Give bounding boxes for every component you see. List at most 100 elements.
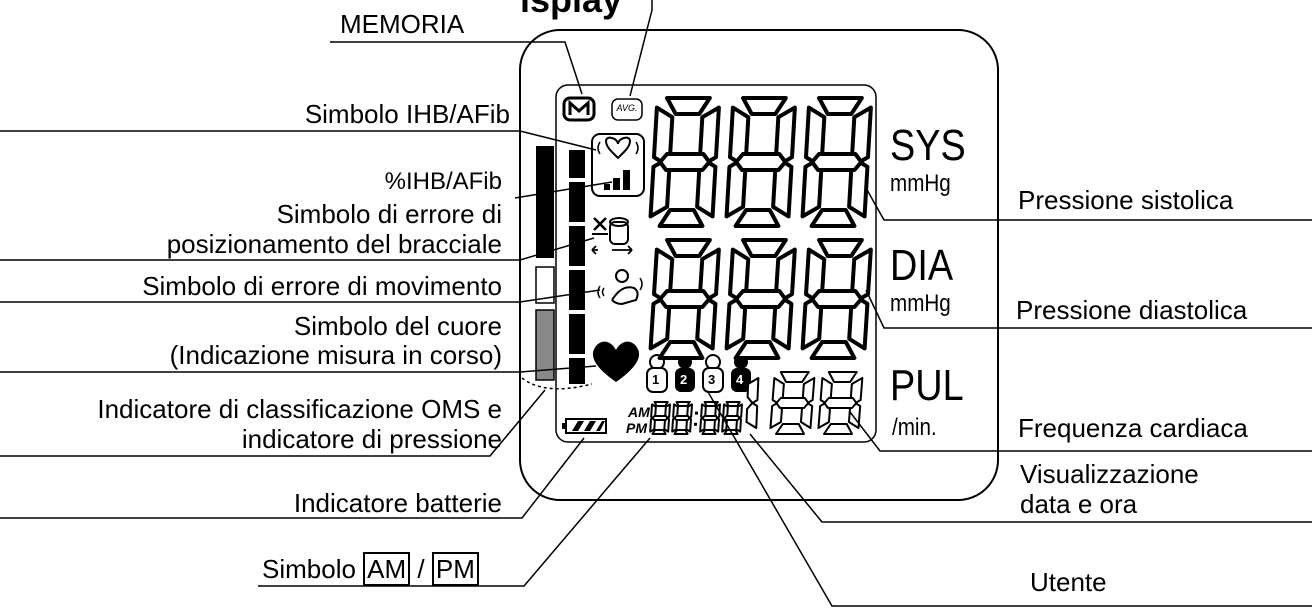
colon-dot xyxy=(695,411,698,415)
label-ihb-percent: %IHB/AFib xyxy=(384,168,502,195)
sys-unit: mmHg xyxy=(890,170,951,197)
segment xyxy=(809,208,857,228)
label-diastolic: Pressione diastolica xyxy=(1016,295,1248,325)
segment xyxy=(665,238,712,258)
display-am: AM xyxy=(628,404,650,420)
segment xyxy=(657,208,705,228)
label-am: AM xyxy=(363,552,411,586)
segment xyxy=(651,415,669,421)
pul-label: PUL xyxy=(890,361,964,410)
label-pulse: Frequenza cardiaca xyxy=(1018,413,1248,443)
label-datetime-2: data e ora xyxy=(1020,489,1138,519)
colon-dot xyxy=(694,422,697,426)
segment xyxy=(775,397,810,409)
segment xyxy=(725,401,741,407)
who-bar-grey xyxy=(535,309,555,381)
lcd-frame xyxy=(555,84,877,443)
dia-unit: mmHg xyxy=(890,290,951,317)
pressure-bar xyxy=(569,150,585,384)
segment xyxy=(745,402,759,429)
segment xyxy=(809,340,857,360)
display-pm: PM xyxy=(626,420,647,436)
segment xyxy=(810,289,864,309)
label-systolic: Pressione sistolica xyxy=(1018,185,1234,215)
memory-icon xyxy=(562,96,596,122)
segment xyxy=(701,415,719,421)
label-who-2: indicatore di pressione xyxy=(241,424,502,454)
segment xyxy=(817,96,864,116)
segment xyxy=(746,377,760,404)
datetime-digit-4 xyxy=(721,401,743,435)
segment xyxy=(817,238,864,258)
segment xyxy=(823,397,858,409)
segment xyxy=(775,423,805,435)
dia-label: DIA xyxy=(890,241,954,290)
segment xyxy=(810,152,864,172)
label-movement-error: Simbolo di errore di movimento xyxy=(142,271,502,301)
segment xyxy=(701,429,717,435)
segment xyxy=(651,429,667,435)
cuff-error-icon xyxy=(591,217,633,255)
heart-icon xyxy=(592,341,640,382)
label-ampm-sep: / xyxy=(417,554,425,584)
segment xyxy=(658,152,712,172)
datetime-digit-0 xyxy=(649,401,671,435)
label-cuff-error-1: Simbolo di errore di xyxy=(276,199,502,229)
segment xyxy=(823,423,853,435)
segment xyxy=(734,289,788,309)
datetime-digit-1 xyxy=(671,401,693,435)
sys-digit-0 xyxy=(648,96,721,228)
pul-digit-0 xyxy=(745,377,760,429)
segment xyxy=(673,429,689,435)
who-dotted-outline xyxy=(521,377,593,390)
pul-unit: /min. xyxy=(892,414,937,441)
sys-digit-1 xyxy=(724,96,797,228)
segment xyxy=(665,96,712,116)
dia-digit-2 xyxy=(800,238,873,360)
who-bar-black xyxy=(536,146,554,258)
segment xyxy=(733,340,781,360)
battery-icon xyxy=(562,418,607,434)
user-number-1: 1 xyxy=(652,372,660,387)
avg-icon-text: AVG. xyxy=(616,103,638,113)
label-battery: Indicatore batterie xyxy=(293,488,502,518)
segment xyxy=(779,371,810,383)
segment xyxy=(741,238,788,258)
signal-bars-icon xyxy=(604,170,630,190)
segment xyxy=(733,208,781,228)
label-user: Utente xyxy=(1030,567,1107,597)
movement-icon xyxy=(597,269,643,306)
user-number-4: 4 xyxy=(736,372,744,387)
segment xyxy=(723,415,741,421)
title-fragment: isplay xyxy=(520,0,622,18)
label-ampm: Simbolo AM / PM xyxy=(262,552,479,586)
label-who-1: Indicatore di classificazione OMS e xyxy=(97,394,502,424)
label-cuff-error-2: posizionamento del bracciale xyxy=(166,229,502,259)
segment xyxy=(741,96,788,116)
sys-label: SYS xyxy=(890,121,966,170)
label-ihb-symbol: Simbolo IHB/AFib xyxy=(304,99,510,129)
user-number-3: 3 xyxy=(708,372,716,387)
display-frame xyxy=(519,29,999,501)
label-datetime-1: Visualizzazione xyxy=(1020,459,1199,489)
label-pm: PM xyxy=(431,552,479,586)
label-heart-1: Simbolo del cuore xyxy=(293,311,502,341)
label-memoria: MEMORIA xyxy=(340,9,465,39)
pul-digit-1 xyxy=(769,371,816,435)
who-bar-white xyxy=(535,266,555,304)
ihb-heart-icon xyxy=(591,133,645,197)
segment-digits xyxy=(648,96,873,435)
label-ampm-prefix: Simbolo xyxy=(262,554,356,584)
segment xyxy=(657,340,705,360)
label-heart-2: (Indicazione misura in corso) xyxy=(169,340,502,370)
segment xyxy=(653,401,669,407)
segment xyxy=(658,289,712,309)
pul-digit-2 xyxy=(817,371,864,435)
dia-digit-0 xyxy=(648,238,721,360)
segment xyxy=(734,152,788,172)
segment xyxy=(827,371,858,383)
dia-digit-1 xyxy=(724,238,797,360)
